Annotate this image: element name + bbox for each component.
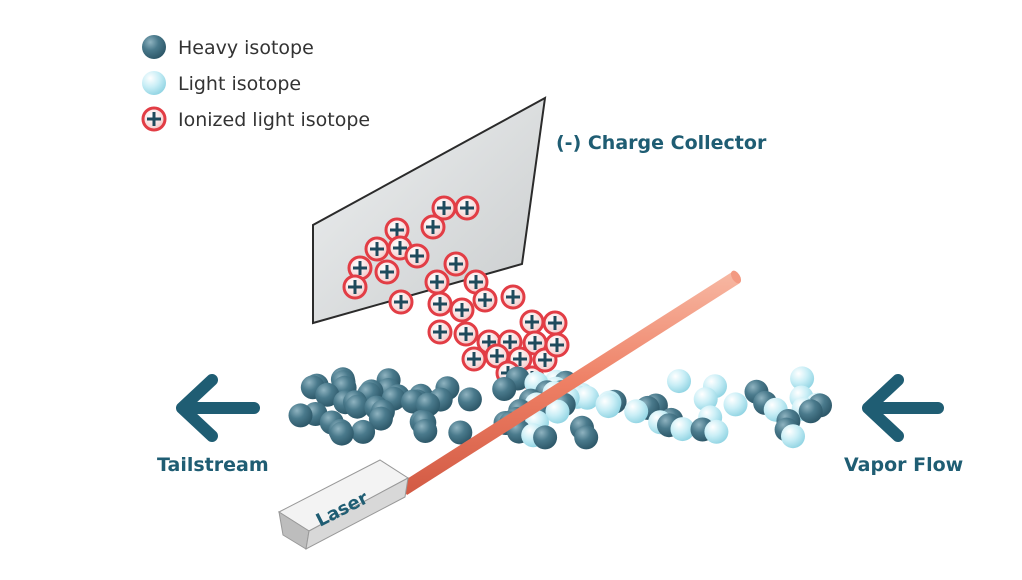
plus-icon xyxy=(513,352,527,366)
plus-icon xyxy=(353,261,367,275)
plus-icon xyxy=(348,280,362,294)
plus-icon xyxy=(525,315,539,329)
heavy-isotope-atom xyxy=(288,403,313,428)
ionized-light-isotope xyxy=(342,274,368,300)
plus-icon xyxy=(393,241,407,255)
ionized-light-isotope xyxy=(443,251,469,277)
plus-icon xyxy=(449,257,463,271)
plus-icon xyxy=(469,275,483,289)
ionized-light-isotope xyxy=(544,332,570,358)
heavy-isotope-atom xyxy=(315,382,340,407)
plus-icon xyxy=(370,242,384,256)
plus-icon xyxy=(390,223,404,237)
legend: Heavy isotope Light isotope Ionized ligh… xyxy=(141,35,370,132)
ionized-light-isotope xyxy=(424,269,450,295)
ionized-light-isotope xyxy=(404,243,430,269)
ionized-light-isotope xyxy=(472,287,498,313)
heavy-isotope-atom xyxy=(533,425,558,450)
ionized-light-isotope xyxy=(449,297,475,323)
heavy-isotope-atom xyxy=(448,420,473,445)
ionized-light-isotope xyxy=(542,310,568,336)
arrow-left-icon xyxy=(176,374,260,442)
plus-icon xyxy=(467,352,481,366)
light-isotope-atom xyxy=(667,369,691,394)
plus-icon xyxy=(437,201,451,215)
heavy-isotope-atom xyxy=(574,425,599,450)
ionized-light-isotope xyxy=(454,195,480,221)
laser-emitter: Laser xyxy=(277,459,409,550)
light-isotope-atom xyxy=(704,419,729,444)
heavy-isotope-atom xyxy=(492,377,517,401)
ionized-particles xyxy=(342,195,570,391)
ionized-light-isotope xyxy=(431,195,457,221)
tailstream-arrow xyxy=(176,374,260,442)
plus-icon xyxy=(455,303,469,317)
heavy-isotope-atom xyxy=(329,421,354,446)
light-isotope-atom xyxy=(670,417,695,442)
legend-ionized-swatch xyxy=(141,106,167,132)
light-isotope-atom xyxy=(545,399,570,424)
light-isotope-atom xyxy=(596,394,621,419)
light-isotope-atom xyxy=(693,387,718,412)
plus-icon xyxy=(430,275,444,289)
plus-icon xyxy=(548,316,562,330)
ionized-light-isotope xyxy=(374,259,400,285)
plus-icon xyxy=(538,353,552,367)
atom-stream xyxy=(288,366,832,450)
light-isotope-atom xyxy=(723,392,748,417)
plus-icon xyxy=(380,265,394,279)
ionized-light-isotope xyxy=(427,291,453,317)
ionized-light-isotope xyxy=(420,214,446,240)
arrow-left-icon xyxy=(862,374,944,442)
tailstream-label: Tailstream xyxy=(157,454,269,476)
heavy-isotope-atom xyxy=(345,394,370,419)
ionized-light-isotope xyxy=(484,343,510,369)
legend-heavy-label: Heavy isotope xyxy=(178,37,314,59)
plus-icon xyxy=(528,336,542,350)
laser-beam xyxy=(399,270,742,495)
heavy-isotope-atom xyxy=(457,387,482,412)
plus-icon xyxy=(147,112,161,126)
plus-icon xyxy=(433,325,447,339)
legend-ionized-label: Ionized light isotope xyxy=(178,109,370,131)
plus-icon xyxy=(394,295,408,309)
ionized-light-isotope xyxy=(364,236,390,262)
light-isotope-atom xyxy=(781,424,805,449)
plus-icon xyxy=(503,335,517,349)
plus-icon xyxy=(490,349,504,363)
plus-icon xyxy=(459,327,473,341)
plus-icon xyxy=(433,297,447,311)
legend-heavy-swatch xyxy=(142,35,166,59)
ionized-light-isotope xyxy=(500,284,526,310)
plus-icon xyxy=(426,220,440,234)
charge-collector-label: (-) Charge Collector xyxy=(556,132,767,154)
heavy-isotope-atom xyxy=(798,399,823,424)
heavy-isotope-atom xyxy=(351,419,376,444)
heavy-isotope-atom xyxy=(413,419,438,443)
light-isotope-atom xyxy=(575,385,600,410)
plus-icon xyxy=(460,201,474,215)
ionized-light-isotope xyxy=(453,321,479,347)
vapor-flow-label: Vapor Flow xyxy=(844,454,963,476)
ionized-light-isotope xyxy=(427,319,453,345)
light-isotope-atom xyxy=(624,399,649,424)
plus-icon xyxy=(550,338,564,352)
vapor-flow-arrow xyxy=(862,374,944,442)
plus-icon xyxy=(410,249,424,263)
ionized-light-isotope xyxy=(388,289,414,315)
ionized-light-isotope xyxy=(461,346,487,372)
legend-light-swatch xyxy=(142,71,166,95)
legend-light-label: Light isotope xyxy=(178,73,301,95)
plus-icon xyxy=(478,293,492,307)
heavy-isotope-atom xyxy=(368,406,393,431)
light-isotope-atom xyxy=(790,366,815,391)
ionized-light-isotope xyxy=(519,309,545,335)
plus-icon xyxy=(506,290,520,304)
